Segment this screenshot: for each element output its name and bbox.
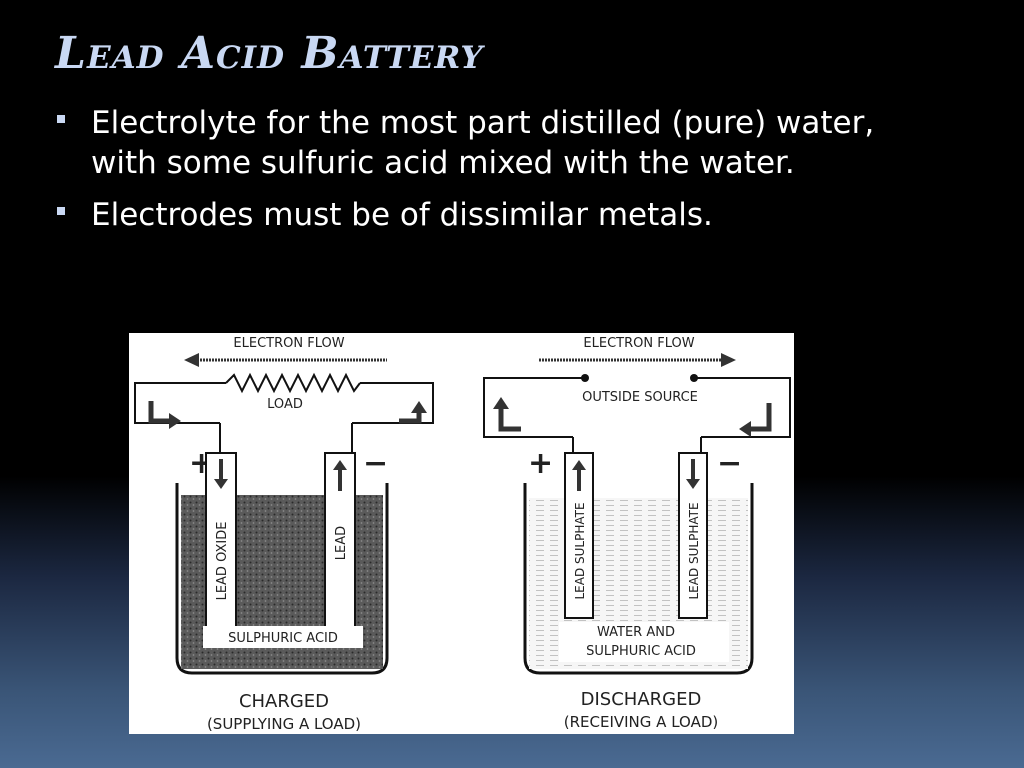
electrolyte-label: SULPHURIC ACID xyxy=(228,631,338,646)
source-terminal-icon xyxy=(690,374,698,382)
discharged-cell: ELECTRON FLOW OUTSIDE SOURCE + − xyxy=(483,336,791,731)
source-terminal-icon xyxy=(581,374,589,382)
curved-arrow-up-icon xyxy=(498,407,521,432)
caption-label: (SUPPLYING A LOAD) xyxy=(207,715,361,733)
curved-arrow-down-icon xyxy=(148,401,171,424)
arrow-down-icon xyxy=(214,459,228,489)
electrolyte-label-line1: WATER AND xyxy=(597,625,675,640)
square-bullet-icon xyxy=(57,207,65,215)
minus-terminal: − xyxy=(363,446,388,481)
negative-plate-label: LEAD xyxy=(334,526,349,560)
state-label: CHARGED xyxy=(239,691,329,712)
electron-flow-label: ELECTRON FLOW xyxy=(233,336,344,351)
outside-source-label: OUTSIDE SOURCE xyxy=(582,390,698,405)
bullet-text: Electrolyte for the most part distilled … xyxy=(91,105,875,181)
state-label: DISCHARGED xyxy=(581,689,702,710)
square-bullet-icon xyxy=(57,115,65,123)
slide-title: Lead Acid Battery xyxy=(55,28,484,79)
curved-arrow-down-icon xyxy=(749,403,772,432)
positive-plate-label: LEAD SULPHATE xyxy=(573,502,587,599)
electron-flow-label: ELECTRON FLOW xyxy=(583,336,694,351)
arrow-up-icon xyxy=(572,460,586,491)
plus-terminal: + xyxy=(528,446,553,481)
minus-terminal: − xyxy=(717,446,742,481)
arrow-down-icon xyxy=(686,459,700,489)
arrow-up-icon xyxy=(333,460,347,491)
load-label: LOAD xyxy=(267,397,303,412)
bullet-text: Electrodes must be of dissimilar metals. xyxy=(91,197,713,233)
positive-plate-label: LEAD OXIDE xyxy=(215,522,230,601)
bullet-list: Electrolyte for the most part distilled … xyxy=(55,103,955,247)
electrolyte-label-line2: SULPHURIC ACID xyxy=(586,644,696,659)
battery-diagram: ELECTRON FLOW LOAD + − xyxy=(129,333,794,734)
charged-cell: ELECTRON FLOW LOAD + − xyxy=(134,336,434,733)
curved-arrow-up-icon xyxy=(399,411,422,424)
electron-flow-arrow-left-icon xyxy=(184,353,387,367)
caption-label: (RECEIVING A LOAD) xyxy=(564,713,718,731)
resistor-icon xyxy=(225,372,361,394)
electron-flow-arrow-right-icon xyxy=(539,353,736,367)
bullet-item: Electrolyte for the most part distilled … xyxy=(55,103,955,183)
bullet-item: Electrodes must be of dissimilar metals. xyxy=(55,195,955,235)
negative-plate-label: LEAD SULPHATE xyxy=(687,502,701,599)
